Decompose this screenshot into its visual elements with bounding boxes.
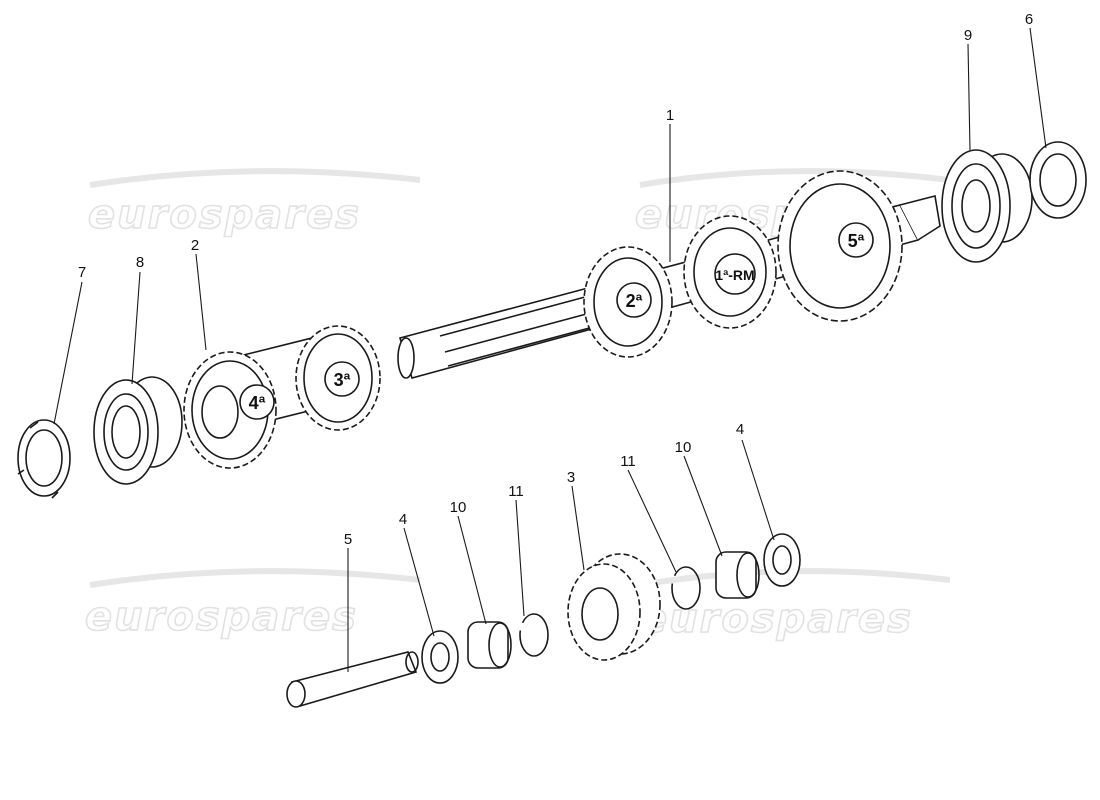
callout-6: 6	[1025, 11, 1033, 28]
callout-8: 8	[136, 254, 144, 271]
bearing-right	[941, 149, 1033, 263]
callout-11-left: 11	[508, 483, 524, 500]
callout-1: 1	[666, 107, 674, 124]
thrust-washer-left	[421, 630, 459, 684]
callout-5: 5	[344, 531, 352, 548]
gear-3rd-label: 3ª	[334, 370, 351, 390]
pin	[286, 651, 419, 708]
thrust-washer-right	[763, 533, 801, 587]
callout-10-right: 10	[675, 439, 692, 456]
gear-2nd-badge	[616, 282, 652, 318]
gear-4th-label: 4ª	[249, 393, 266, 413]
callout-9: 9	[964, 27, 972, 44]
leader-lines	[53, 27, 1047, 672]
callout-4-right: 4	[736, 421, 744, 438]
circlip-left	[519, 613, 549, 657]
gear-2nd-label: 2ª	[626, 291, 643, 311]
gear-4th-badge	[239, 384, 275, 420]
watermark-text: eurospares	[88, 192, 361, 238]
gear-5th-badge	[838, 222, 874, 258]
callout-10-left: 10	[450, 499, 467, 516]
circlip-right	[671, 566, 701, 610]
bearing-left	[93, 376, 183, 485]
main-shaft: 2ª 1ª-RM 5ª	[397, 170, 941, 379]
callout-11-right: 11	[620, 453, 636, 470]
gear-3rd-badge	[324, 361, 360, 397]
callout-7: 7	[78, 264, 86, 281]
reverse-idler-gear	[567, 553, 661, 661]
needle-bearing-left	[467, 621, 512, 669]
ring-nut-left	[17, 419, 71, 499]
gear-1st-rm-badge	[714, 253, 756, 295]
watermark-text: eurospares	[85, 594, 358, 640]
gear-cluster-4th-3rd: 4ª 3ª	[183, 325, 381, 469]
callout-2: 2	[191, 237, 199, 254]
gear-5th-label: 5ª	[848, 231, 865, 251]
callout-3: 3	[567, 469, 575, 486]
gear-1st-rm-label: 1ª-RM	[715, 267, 754, 283]
callout-numbers: 1 2 3 4 4 5 6 7 8 9 10 10 11 11	[78, 11, 1033, 548]
needle-bearing-right	[715, 551, 760, 599]
watermark-text: eurospares	[640, 596, 913, 642]
ring-nut-right	[1029, 141, 1087, 219]
callout-4-left: 4	[399, 511, 407, 528]
